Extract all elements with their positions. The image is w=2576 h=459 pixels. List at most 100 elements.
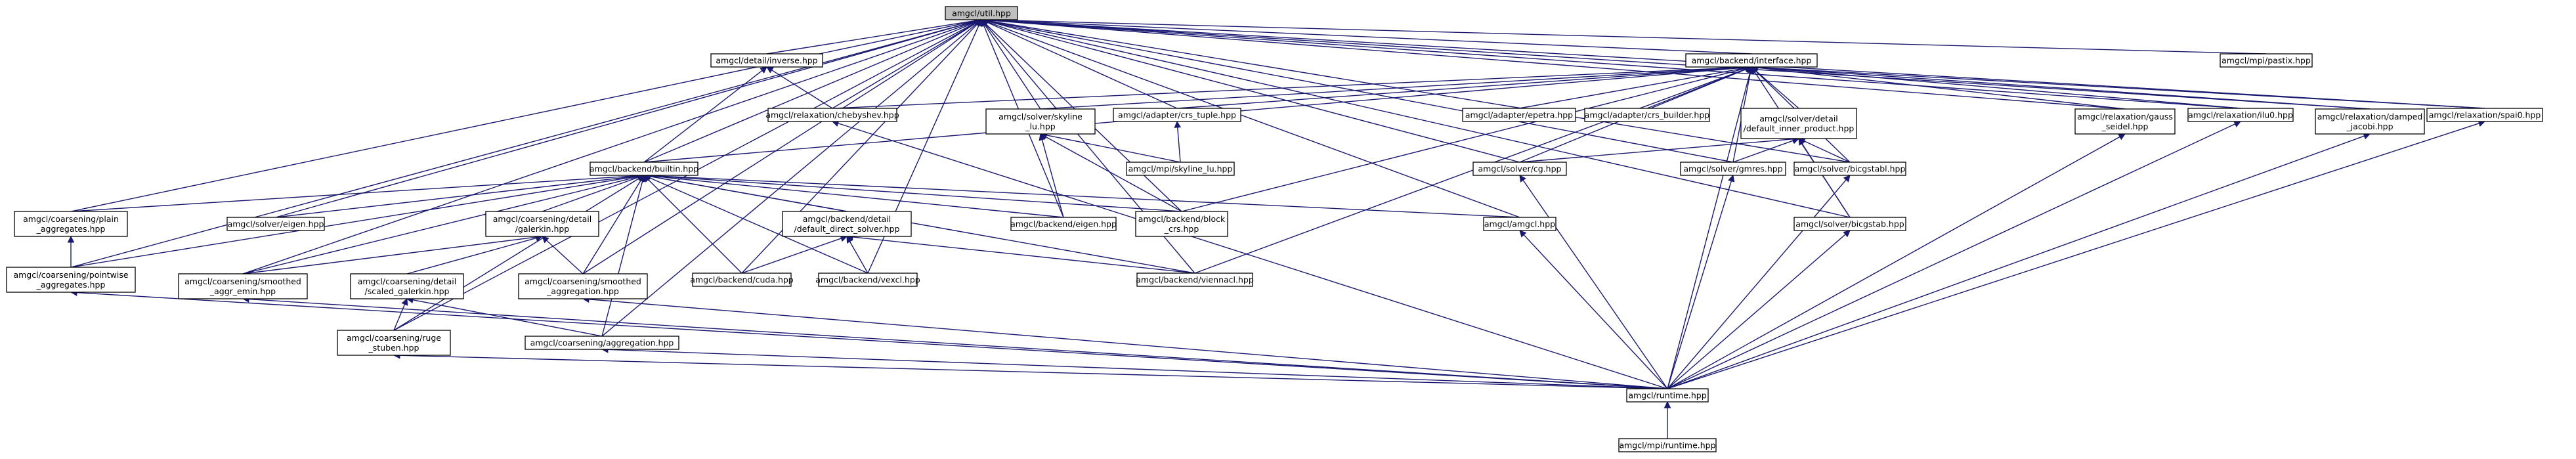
node-iface[interactable]: amgcl/backend/interface.hpp	[1685, 53, 1818, 68]
node-eigensolver[interactable]: amgcl/solver/eigen.hpp	[226, 217, 325, 231]
edge-line	[601, 23, 977, 337]
edge-line	[406, 237, 537, 274]
node-box[interactable]	[1472, 162, 1567, 176]
node-spai0[interactable]: amgcl/relaxation/spai0.hpp	[2426, 108, 2543, 122]
node-amg[interactable]: amgcl/amgcl.hpp	[1483, 217, 1556, 231]
edge-inverse-to-cheb	[766, 66, 833, 109]
edge-line	[70, 20, 976, 268]
node-scaled[interactable]: amgcl/coarsening/detail/scaled_galerkin.…	[350, 273, 464, 299]
edge-builtin-to-amg	[643, 172, 1520, 218]
node-ilu0[interactable]: amgcl/relaxation/ilu0.hpp	[2187, 108, 2294, 122]
node-box[interactable]	[1010, 217, 1117, 231]
edge-line	[987, 20, 1851, 163]
arrow-head	[2118, 133, 2126, 141]
edge-line	[582, 22, 977, 274]
node-box[interactable]	[1793, 217, 1906, 231]
node-label: _jacobi.hpp	[2346, 121, 2393, 131]
node-viennacl[interactable]: amgcl/backend/viennacl.hpp	[1136, 273, 1254, 287]
node-crsbuilder[interactable]: amgcl/adapter/crs_builder.hpp	[1584, 108, 1710, 122]
node-box[interactable]	[2426, 108, 2543, 122]
node-label: amgcl/coarsening/smoothed	[525, 276, 641, 286]
node-beigen[interactable]: amgcl/backend/eigen.hpp	[1010, 217, 1117, 231]
node-label: amgcl/util.hpp	[952, 9, 1011, 18]
node-vexcl[interactable]: amgcl/backend/vexcl.hpp	[815, 273, 920, 287]
node-skyline[interactable]: amgcl/solver/skyline_lu.hpp	[985, 108, 1096, 135]
node-gmres[interactable]: amgcl/solver/gmres.hpp	[1680, 162, 1786, 176]
node-box[interactable]	[1135, 211, 1228, 237]
node-box[interactable]	[1740, 108, 1857, 139]
node-box[interactable]	[178, 273, 308, 299]
node-aggregation[interactable]: amgcl/coarsening/aggregation.hpp	[525, 336, 679, 350]
node-box[interactable]	[1483, 217, 1556, 231]
node-block[interactable]: amgcl/backend/block_crs.hpp	[1135, 211, 1228, 237]
edge-line	[70, 175, 639, 212]
node-box[interactable]	[1626, 388, 1709, 403]
node-box[interactable]	[1584, 108, 1710, 122]
node-innerprod[interactable]: amgcl/solver/detail/default_inner_produc…	[1740, 108, 1857, 139]
node-galerkin[interactable]: amgcl/coarsening/detail/galerkin.hpp	[485, 211, 599, 237]
edge-line	[987, 20, 1734, 163]
edge-line	[849, 241, 869, 274]
node-builtin[interactable]: amgcl/backend/builtin.hpp	[590, 162, 698, 176]
node-damped[interactable]: amgcl/relaxation/damped_jacobi.hpp	[2315, 108, 2425, 135]
node-runtime[interactable]: amgcl/runtime.hpp	[1626, 388, 1709, 403]
arrow-head	[1843, 175, 1851, 183]
node-inverse[interactable]: amgcl/detail/inverse.hpp	[710, 53, 823, 68]
node-box[interactable]	[2074, 108, 2176, 135]
node-bicgstabl[interactable]: amgcl/solver/bicgstabl.hpp	[1793, 162, 1906, 176]
node-box[interactable]	[1680, 162, 1786, 176]
node-pointwise[interactable]: amgcl/coarsening/pointwise_aggregates.hp…	[6, 267, 136, 293]
node-label: amgcl/relaxation/gauss	[2077, 112, 2173, 121]
node-mpisky[interactable]: amgcl/mpi/skyline_lu.hpp	[1126, 162, 1235, 176]
node-label: _aggregation.hpp	[546, 286, 619, 296]
node-cheb[interactable]: amgcl/relaxation/chebyshev.hpp	[765, 108, 899, 122]
node-directsolver[interactable]: amgcl/backend/detail/default_direct_solv…	[782, 211, 912, 237]
node-box[interactable]	[1136, 273, 1253, 287]
edge-line	[987, 19, 2241, 109]
node-box[interactable]	[2220, 53, 2313, 68]
node-plain[interactable]: amgcl/coarsening/plain_aggregates.hpp	[14, 211, 128, 237]
node-box[interactable]	[782, 211, 912, 237]
node-pastix[interactable]: amgcl/mpi/pastix.hpp	[2220, 53, 2313, 68]
edge-line	[987, 20, 1851, 218]
node-box[interactable]	[1618, 438, 1717, 452]
node-box[interactable]	[485, 211, 599, 237]
node-util[interactable]: amgcl/util.hpp	[945, 6, 1018, 20]
node-box[interactable]	[985, 108, 1096, 135]
node-crstuple[interactable]: amgcl/adapter/crs_tuple.hpp	[1113, 108, 1241, 122]
node-ruge[interactable]: amgcl/coarsening/ruge_stuben.hpp	[337, 330, 451, 356]
node-cuda[interactable]: amgcl/backend/cuda.hpp	[690, 273, 794, 287]
node-box[interactable]	[1113, 108, 1241, 122]
node-box[interactable]	[767, 108, 897, 122]
node-box[interactable]	[14, 211, 128, 237]
node-box[interactable]	[2187, 108, 2294, 122]
node-box[interactable]	[226, 217, 325, 231]
node-box[interactable]	[818, 273, 918, 287]
node-saemin[interactable]: amgcl/coarsening/smoothed_aggr_emin.hpp	[178, 273, 308, 299]
node-box[interactable]	[1685, 53, 1818, 68]
node-label: amgcl/relaxation/ilu0.hpp	[2188, 110, 2293, 120]
node-bicgstab[interactable]: amgcl/solver/bicgstab.hpp	[1793, 217, 1906, 231]
node-box[interactable]	[1126, 162, 1235, 176]
node-box[interactable]	[350, 273, 464, 299]
node-smagg[interactable]: amgcl/coarsening/smoothed_aggregation.hp…	[518, 273, 648, 299]
edge-line	[649, 175, 1064, 218]
node-box[interactable]	[6, 267, 136, 293]
node-box[interactable]	[1793, 162, 1906, 176]
node-label: amgcl/coarsening/detail	[358, 276, 456, 286]
node-box[interactable]	[337, 330, 451, 356]
edge-line	[643, 70, 763, 163]
node-box[interactable]	[525, 336, 679, 350]
node-box[interactable]	[590, 162, 698, 176]
arrow-head	[1519, 175, 1526, 183]
node-box[interactable]	[1462, 108, 1576, 122]
node-box[interactable]	[710, 53, 823, 68]
node-epetra[interactable]: amgcl/adapter/epetra.hpp	[1462, 108, 1576, 122]
node-box[interactable]	[945, 6, 1018, 20]
node-mpiruntime[interactable]: amgcl/mpi/runtime.hpp	[1618, 438, 1717, 452]
node-box[interactable]	[692, 273, 792, 287]
node-cg[interactable]: amgcl/solver/cg.hpp	[1472, 162, 1567, 176]
node-gauss[interactable]: amgcl/relaxation/gauss_seidel.hpp	[2074, 108, 2176, 135]
node-box[interactable]	[518, 273, 648, 299]
node-box[interactable]	[2315, 108, 2425, 135]
